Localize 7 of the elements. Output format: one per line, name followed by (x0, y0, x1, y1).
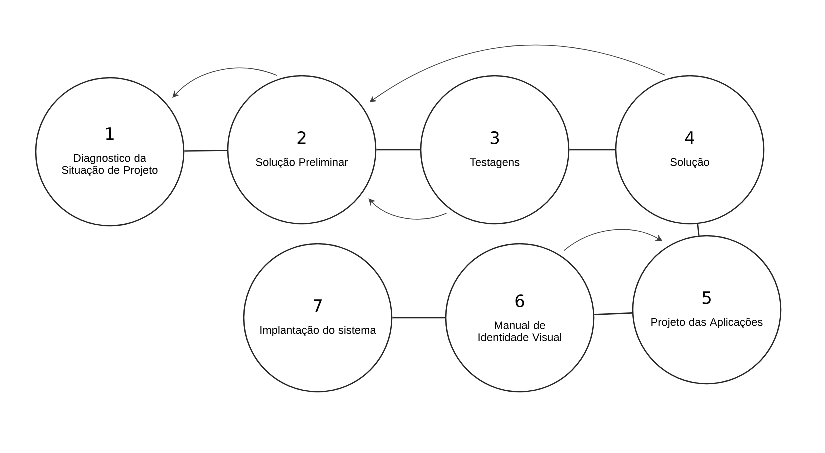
connector-line (184, 150, 228, 152)
connector-line (594, 312, 632, 316)
connector-line (570, 149, 616, 151)
connector-line (376, 149, 420, 151)
connector-line (697, 224, 700, 236)
connector-line (392, 317, 446, 319)
curved-arrow (368, 198, 448, 220)
